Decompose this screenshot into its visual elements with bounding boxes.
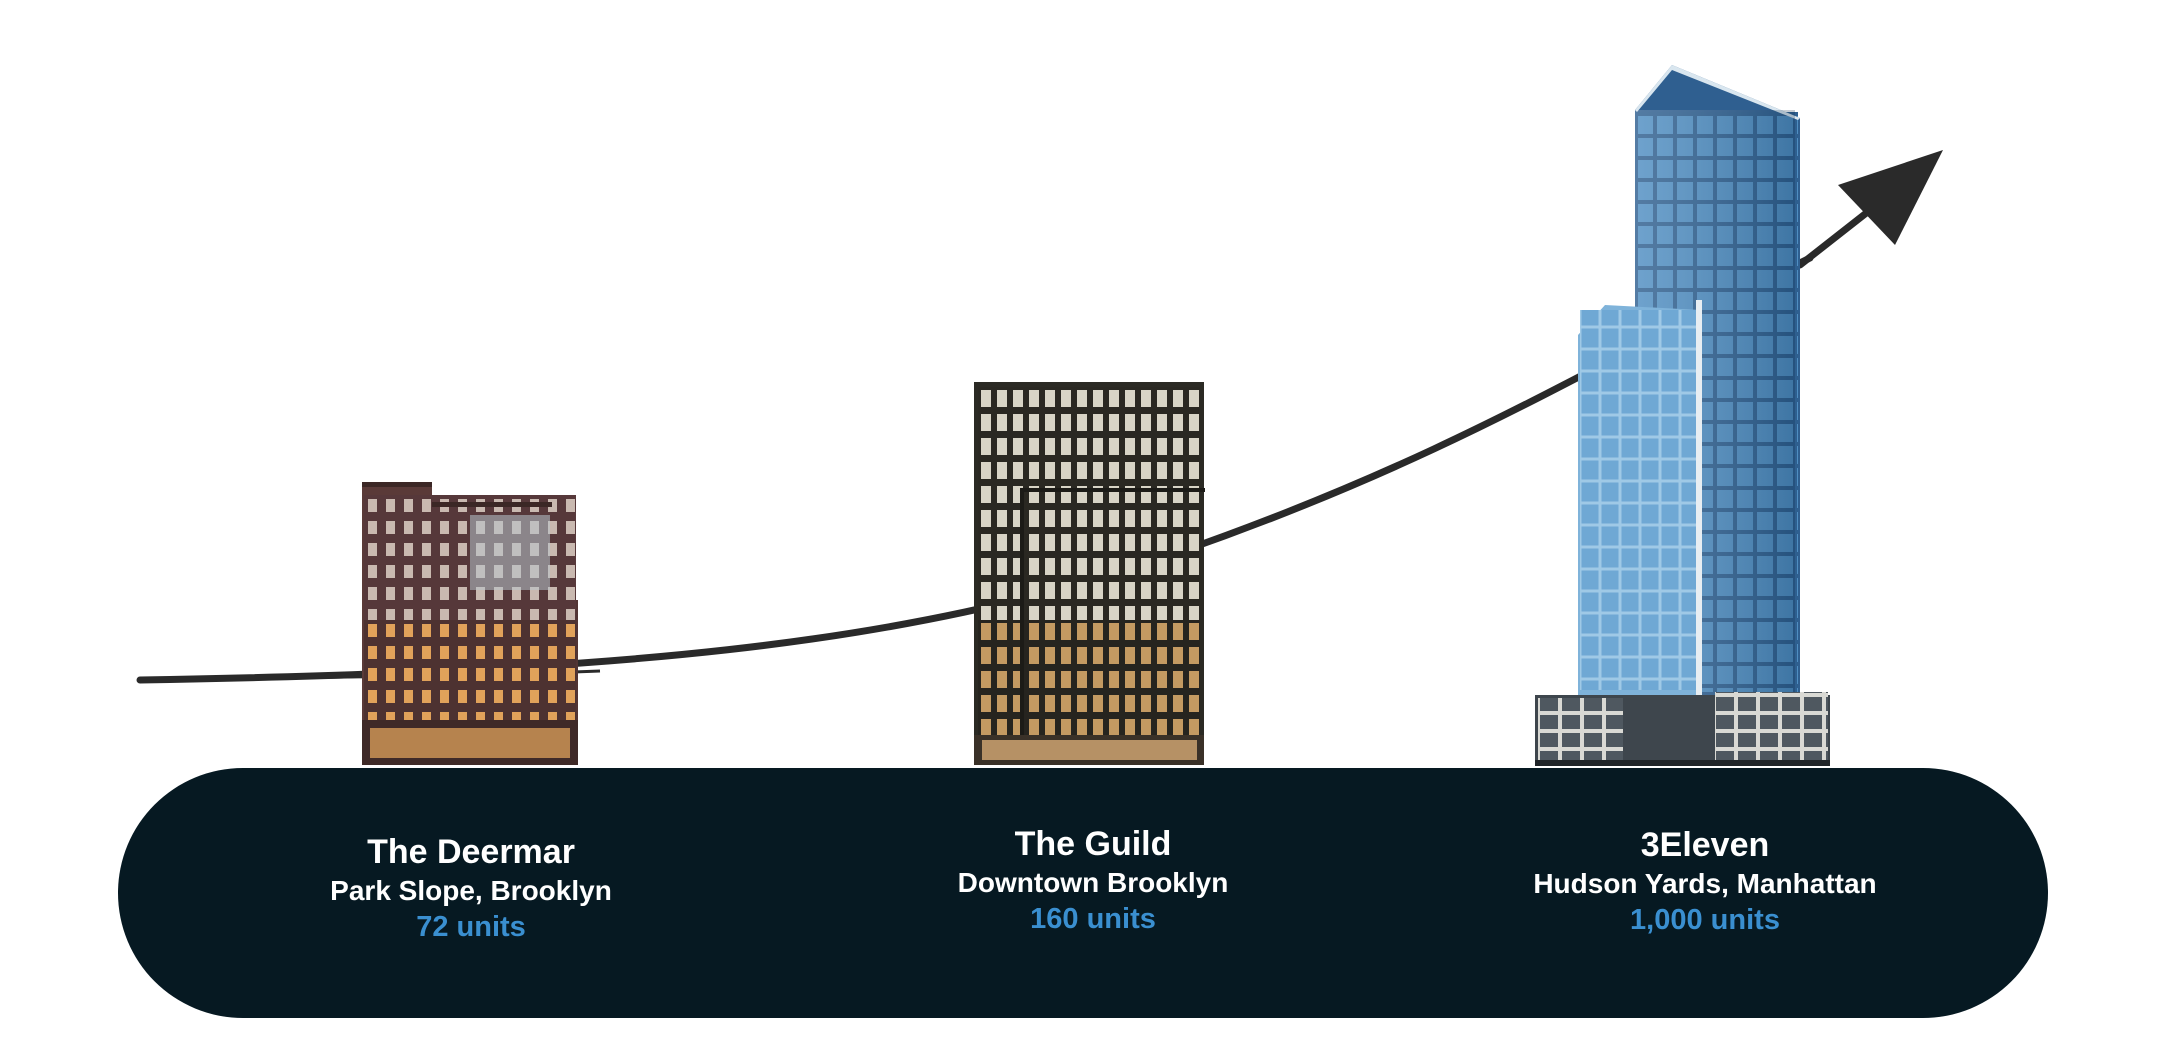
building-name: The Guild — [1014, 825, 1172, 863]
building-units: 1,000 units — [1630, 903, 1780, 936]
building-units: 160 units — [1030, 902, 1156, 935]
building-name: The Deermar — [367, 833, 575, 871]
growth-arrow-icon — [1838, 150, 1943, 245]
building-3eleven-image — [1535, 65, 1830, 766]
building-location: Park Slope, Brooklyn — [330, 874, 612, 906]
building-guild-image — [974, 382, 1205, 765]
building-location: Hudson Yards, Manhattan — [1533, 867, 1877, 899]
card-3eleven: 3Eleven Hudson Yards, Manhattan 1,000 un… — [1445, 825, 1965, 940]
info-panel — [118, 768, 2048, 1018]
building-location: Downtown Brooklyn — [957, 866, 1229, 898]
card-guild: The Guild Downtown Brooklyn 160 units — [833, 824, 1353, 939]
building-name: 3Eleven — [1640, 826, 1770, 864]
building-deermar-image — [362, 482, 578, 765]
building-units: 72 units — [416, 910, 526, 943]
card-deermar: The Deermar Park Slope, Brooklyn 72 unit… — [211, 832, 731, 947]
